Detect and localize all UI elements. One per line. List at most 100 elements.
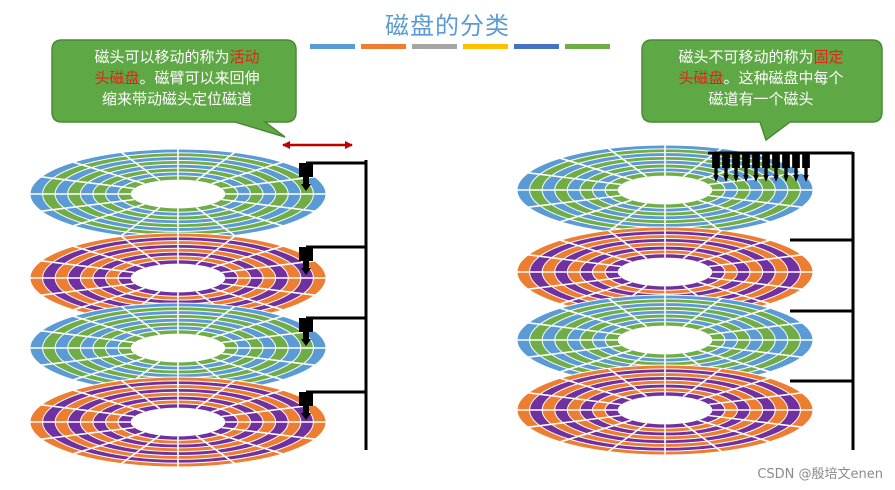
sector-divider xyxy=(698,419,770,443)
callout-text-post1: 。磁臂可以来回伸 xyxy=(139,69,260,87)
spindle-hole xyxy=(617,325,713,355)
sector-divider xyxy=(221,282,315,297)
moving-head-arm-assembly xyxy=(299,160,368,450)
read-write-head xyxy=(712,154,720,182)
callout-highlight-term-part1: 活动 xyxy=(229,48,260,66)
sector-divider xyxy=(528,194,622,209)
sector-divider xyxy=(528,344,622,359)
watermark: CSDN @殷培文enen xyxy=(757,467,883,482)
sector-divider xyxy=(607,202,648,233)
sector-divider xyxy=(120,305,161,336)
sector-divider xyxy=(211,431,283,455)
sector-divider xyxy=(560,377,632,401)
sector-divider xyxy=(120,151,161,182)
sector-divider xyxy=(211,389,283,413)
sector-divider xyxy=(221,352,315,367)
read-write-head xyxy=(802,154,810,182)
sector-divider xyxy=(41,329,135,344)
sector-divider xyxy=(607,367,648,398)
spindle-hole xyxy=(130,179,226,209)
moving-head-callout-text: 磁头可以移动的称为活动 头磁盘。磁臂可以来回伸 缩来带动磁头定位磁道 xyxy=(62,47,292,110)
sector-divider xyxy=(195,235,236,266)
sector-divider xyxy=(708,344,802,359)
callout-shapes xyxy=(51,39,883,142)
disk-platter xyxy=(29,376,327,468)
disk-platter xyxy=(516,364,814,456)
sector-divider xyxy=(708,414,802,429)
sector-divider xyxy=(73,287,145,311)
sector-divider xyxy=(708,321,802,336)
sector-divider xyxy=(560,281,632,305)
sector-divider xyxy=(211,315,283,339)
title-bar-segment xyxy=(463,44,508,49)
sector-divider xyxy=(528,321,622,336)
sector-divider xyxy=(195,206,236,237)
sector-divider xyxy=(698,307,770,331)
sector-divider xyxy=(221,403,315,418)
callout-text-pre: 磁头不可移动的称为 xyxy=(678,48,814,66)
sector-divider xyxy=(211,245,283,269)
moving-head-callout-bubble xyxy=(51,39,297,138)
read-write-head xyxy=(772,154,780,182)
sector-divider xyxy=(221,175,315,190)
disk-platter xyxy=(29,232,327,324)
sector-divider xyxy=(708,391,802,406)
sector-divider xyxy=(708,253,802,268)
sector-divider xyxy=(73,357,145,381)
sector-divider xyxy=(73,245,145,269)
sector-divider xyxy=(221,329,315,344)
fixed-head-disk-stack xyxy=(516,144,814,456)
sector-divider xyxy=(41,259,135,274)
sector-divider xyxy=(211,161,283,185)
read-write-head xyxy=(752,154,760,182)
sector-divider xyxy=(682,367,723,398)
sector-divider xyxy=(73,203,145,227)
sector-divider xyxy=(528,391,622,406)
sector-divider xyxy=(607,147,648,178)
sector-divider xyxy=(73,161,145,185)
fixed-head-callout-text: 磁头不可移动的称为固定 头磁盘。这种磁盘中每个 磁道有一个磁头 xyxy=(643,47,879,110)
sector-divider xyxy=(120,379,161,410)
sector-divider xyxy=(528,276,622,291)
sector-divider xyxy=(528,414,622,429)
spindle-hole xyxy=(130,333,226,363)
sector-divider xyxy=(73,389,145,413)
sector-divider xyxy=(41,403,135,418)
sector-divider xyxy=(120,235,161,266)
sector-divider xyxy=(560,349,632,373)
callout-highlight-term-part2: 头磁盘 xyxy=(94,69,140,87)
sector-divider xyxy=(41,352,135,367)
read-write-head xyxy=(299,392,313,420)
sector-divider xyxy=(195,434,236,465)
title-bar-segment xyxy=(565,44,610,49)
read-write-head xyxy=(782,154,790,182)
callout-text-post2: 缩来带动磁头定位磁道 xyxy=(101,90,252,108)
sector-divider xyxy=(698,349,770,373)
read-write-head xyxy=(762,154,770,182)
spindle-hole xyxy=(617,175,713,205)
sector-divider xyxy=(41,426,135,441)
sector-divider xyxy=(73,315,145,339)
disk-platter xyxy=(516,226,814,318)
title-bar-segment xyxy=(514,44,559,49)
callout-text-post2: 磁道有一个磁头 xyxy=(708,90,814,108)
sector-divider xyxy=(560,239,632,263)
sector-divider xyxy=(41,198,135,213)
disk-platter xyxy=(29,148,327,240)
sector-divider xyxy=(211,203,283,227)
sector-divider xyxy=(708,194,802,209)
read-write-head xyxy=(722,154,730,182)
sector-divider xyxy=(221,259,315,274)
sector-divider xyxy=(195,151,236,182)
sector-divider xyxy=(221,198,315,213)
sector-divider xyxy=(682,422,723,453)
sector-divider xyxy=(607,422,648,453)
sector-divider xyxy=(682,297,723,328)
sector-divider xyxy=(607,229,648,260)
sector-divider xyxy=(195,305,236,336)
sector-divider xyxy=(120,434,161,465)
sector-divider xyxy=(41,175,135,190)
disk-platter xyxy=(29,302,327,394)
title-bar-segment xyxy=(361,44,406,49)
title-bar-segment xyxy=(310,44,355,49)
